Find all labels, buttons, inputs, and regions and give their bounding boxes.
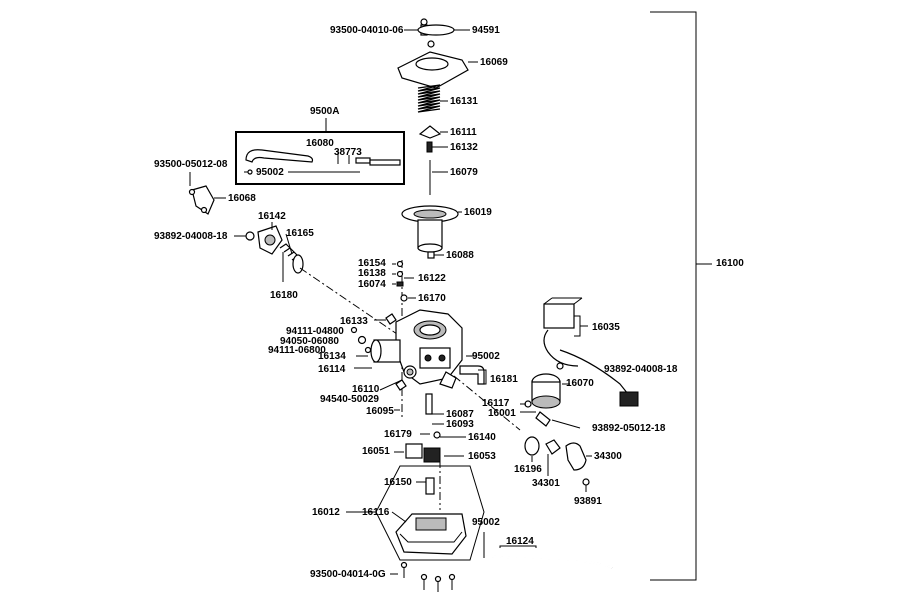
label-16074: 16074 — [358, 279, 386, 290]
label-34300: 34300 — [594, 451, 622, 462]
label-38773: 38773 — [334, 147, 362, 158]
label-93891: 93891 — [574, 496, 602, 507]
top-screw-part — [404, 18, 470, 48]
label-93892-05012-18: 93892-05012-18 — [592, 423, 666, 434]
label-16111: 16111 — [450, 127, 477, 138]
label-16142: 16142 — [258, 211, 286, 222]
label-16124: 16124 — [506, 536, 534, 547]
carburetor-body — [370, 309, 463, 389]
label-16080: 16080 — [306, 138, 334, 149]
choke-part-16142 — [234, 222, 283, 255]
label-93892-04008-18-left: 93892-04008-18 — [154, 231, 228, 242]
label-16114: 16114 — [318, 364, 346, 375]
label-16051: 16051 — [362, 446, 390, 457]
carburetor-lower-parts — [394, 393, 466, 463]
bottom-screws — [390, 561, 456, 592]
label-94111-04800: 94111-04800 — [286, 326, 344, 337]
label-16087: 16087 — [446, 409, 474, 420]
label-16132: 16132 — [450, 142, 478, 153]
label-16012: 16012 — [312, 507, 340, 518]
label-16179: 16179 — [384, 429, 412, 440]
kit-box-9500a — [235, 118, 405, 185]
label-16131: 16131 — [450, 96, 478, 107]
choke-part-16165 — [279, 233, 304, 282]
label-95002-bottom: 95002 — [472, 517, 500, 528]
spring-part-16131 — [417, 84, 448, 113]
label-16154: 16154 — [358, 258, 386, 269]
label-16088: 16088 — [446, 250, 474, 261]
label-16140: 16140 — [468, 432, 496, 443]
choke-body-16070 — [520, 362, 581, 429]
label-93500-04010-06: 93500-04010-06 — [330, 25, 404, 36]
label-16095: 16095 — [366, 406, 394, 417]
label-16093: 16093 — [446, 419, 474, 430]
label-16079: 16079 — [450, 167, 478, 178]
small-parts-stack — [392, 260, 416, 302]
label-95002-kit: 95002 — [256, 167, 284, 178]
label-95002-mid: 95002 — [472, 351, 500, 362]
label-16110: 16110 — [352, 384, 380, 395]
auto-choke-part-16035 — [543, 297, 639, 407]
cap-part-16069 — [397, 51, 478, 89]
label-16019: 16019 — [464, 207, 492, 218]
label-93500-04014-0g: 93500-04014-0G — [310, 569, 386, 580]
float-bowl-section — [346, 465, 485, 561]
label-16001: 16001 — [488, 408, 516, 419]
label-16181: 16181 — [490, 374, 518, 385]
label-16133: 16133 — [340, 316, 368, 327]
carburetor-left-fittings — [350, 313, 407, 411]
label-16170: 16170 — [418, 293, 446, 304]
label-16035: 16035 — [592, 322, 620, 333]
label-93892-04008-18-right: 93892-04008-18 — [604, 364, 678, 375]
label-16122: 16122 — [418, 273, 446, 284]
label-93500-05012-08: 93500-05012-08 — [154, 159, 228, 170]
label-94540-50029: 94540-50029 — [320, 394, 379, 405]
part-16088 — [427, 251, 444, 259]
assembly-bracket-16100 — [650, 11, 712, 581]
label-16100: 16100 — [716, 258, 744, 269]
label-94111-06800: 94111-06800 — [268, 345, 326, 356]
label-16116: 16116 — [362, 507, 390, 518]
lever-parts — [524, 436, 592, 492]
label-9500a: 9500A — [310, 106, 340, 117]
label-16180: 16180 — [270, 290, 298, 301]
label-16196: 16196 — [514, 464, 542, 475]
label-94050-06080: 94050-06080 — [280, 336, 339, 347]
hose-part-16181 — [459, 355, 487, 385]
label-94591: 94591 — [472, 25, 500, 36]
label-16134: 16134 — [318, 351, 346, 362]
label-16068: 16068 — [228, 193, 256, 204]
label-16117: 16117 — [482, 398, 510, 409]
needle-part-16079 — [426, 141, 448, 195]
label-34301: 34301 — [532, 478, 560, 489]
label-16070: 16070 — [566, 378, 594, 389]
slide-part-16019 — [401, 205, 462, 253]
label-16069: 16069 — [480, 57, 508, 68]
bracket-part-16068 — [188, 172, 226, 215]
label-16053: 16053 — [468, 451, 496, 462]
label-16165: 16165 — [286, 228, 314, 239]
drain-hose-16124 — [483, 532, 613, 569]
retainer-part-16111 — [418, 125, 448, 139]
label-16138: 16138 — [358, 268, 386, 279]
label-16150: 16150 — [384, 477, 412, 488]
